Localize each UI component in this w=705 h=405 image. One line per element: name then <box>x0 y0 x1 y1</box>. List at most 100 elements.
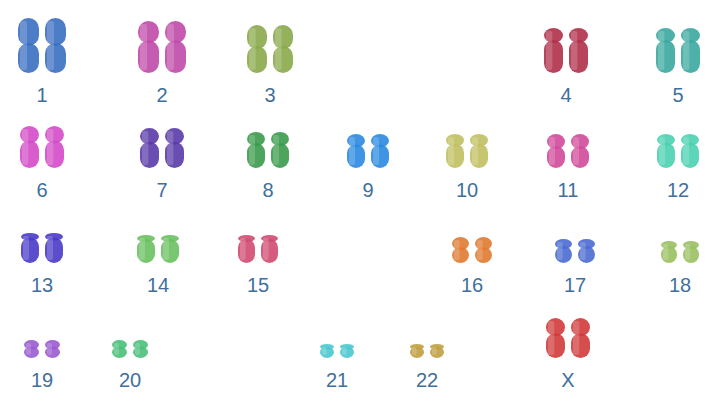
chromosome <box>247 132 265 168</box>
chromosome <box>133 340 148 358</box>
chromosome-number: 22 <box>416 369 438 391</box>
chromosome <box>45 18 66 73</box>
chromosome <box>45 340 60 358</box>
chromosome-highlight <box>26 343 31 355</box>
chromosome-highlight <box>263 238 269 260</box>
chromosome-highlight <box>273 135 279 165</box>
chromosome-arm <box>430 347 444 358</box>
chromosome-number: 14 <box>147 274 169 296</box>
chromosome <box>340 344 354 358</box>
chromosome-highlight <box>658 31 664 70</box>
chromosome-highlight <box>22 129 28 165</box>
chromosome <box>371 134 389 168</box>
chromosome <box>161 235 179 263</box>
chromosome <box>657 134 675 168</box>
chromosome-number: 18 <box>669 274 691 296</box>
chromosome <box>247 25 267 73</box>
chromosome-highlight <box>373 137 379 165</box>
chromosome-number: 13 <box>31 274 53 296</box>
chromosome-highlight <box>349 137 355 165</box>
chromosome-highlight <box>142 131 148 165</box>
chromosome-number: 20 <box>119 369 141 391</box>
chromosome-highlight <box>139 238 145 260</box>
chromosome-highlight <box>659 137 665 165</box>
chromosome-number: 19 <box>31 369 53 391</box>
chromosome <box>452 237 469 263</box>
chromosome-highlight <box>546 31 552 70</box>
chromosome <box>681 134 699 168</box>
chromosome-highlight <box>573 137 579 165</box>
chromosome <box>430 344 444 358</box>
chromosome-arm <box>410 347 424 358</box>
chromosome-highlight <box>549 137 555 165</box>
chromosome <box>45 233 63 263</box>
chromosome-number: X <box>561 369 574 391</box>
chromosome-highlight <box>249 135 255 165</box>
chromosome-highlight <box>412 347 417 355</box>
chromosome-highlight <box>47 343 52 355</box>
chromosome-arm <box>320 347 334 358</box>
chromosome-number: 11 <box>558 179 579 201</box>
chromosome-highlight <box>163 238 169 260</box>
chromosome-highlight <box>573 321 579 355</box>
chromosome-highlight <box>47 21 54 70</box>
chromosome <box>137 235 155 263</box>
chromosome-highlight <box>432 347 437 355</box>
chromosome-highlight <box>663 244 668 260</box>
chromosome-number: 10 <box>456 179 478 201</box>
chromosome-highlight <box>571 31 577 70</box>
chromosome-number: 8 <box>262 179 273 201</box>
chromosome-highlight <box>477 240 483 260</box>
chromosome <box>20 126 39 168</box>
chromosome-number: 4 <box>560 84 571 106</box>
chromosome-number: 21 <box>326 369 348 391</box>
chromosome-highlight <box>249 28 256 70</box>
chromosome-highlight <box>135 343 140 355</box>
chromosome-highlight <box>454 240 460 260</box>
chromosome-highlight <box>557 242 563 260</box>
chromosome <box>21 233 39 263</box>
chromosome-highlight <box>140 24 147 70</box>
chromosome-highlight <box>275 28 282 70</box>
chromosome-highlight <box>472 137 478 165</box>
chromosome-highlight <box>114 343 119 355</box>
chromosome <box>569 28 588 73</box>
chromosome <box>45 126 64 168</box>
chromosome-highlight <box>683 31 689 70</box>
chromosome-highlight <box>240 238 246 260</box>
chromosome <box>140 128 159 168</box>
chromosome-highlight <box>548 321 554 355</box>
chromosome-number: 17 <box>564 274 586 296</box>
chromosome <box>656 28 675 73</box>
chromosome <box>238 235 255 263</box>
chromosome-highlight <box>23 236 29 260</box>
chromosome-highlight <box>47 129 53 165</box>
chromosome <box>446 134 464 168</box>
chromosome <box>546 318 565 358</box>
chromosome-arm <box>340 347 354 358</box>
chromosome-highlight <box>20 21 27 70</box>
chromosome-number: 12 <box>667 179 689 201</box>
chromosome <box>571 134 589 168</box>
chromosome <box>271 132 289 168</box>
chromosome-number: 3 <box>264 84 275 106</box>
chromosome <box>544 28 563 73</box>
chromosome <box>555 239 572 263</box>
chromosome-highlight <box>342 347 347 355</box>
chromosome-highlight <box>580 242 586 260</box>
chromosome-number: 2 <box>156 84 167 106</box>
chromosome-number: 16 <box>461 274 483 296</box>
chromosome <box>320 344 334 358</box>
chromosome <box>165 128 184 168</box>
chromosome <box>18 18 39 73</box>
chromosome <box>261 235 278 263</box>
chromosome-number: 7 <box>156 179 167 201</box>
chromosome <box>578 239 595 263</box>
chromosome-highlight <box>685 244 690 260</box>
chromosome <box>661 241 677 263</box>
chromosome-highlight <box>167 24 174 70</box>
chromosome <box>681 28 700 73</box>
chromosome-number: 15 <box>247 274 269 296</box>
